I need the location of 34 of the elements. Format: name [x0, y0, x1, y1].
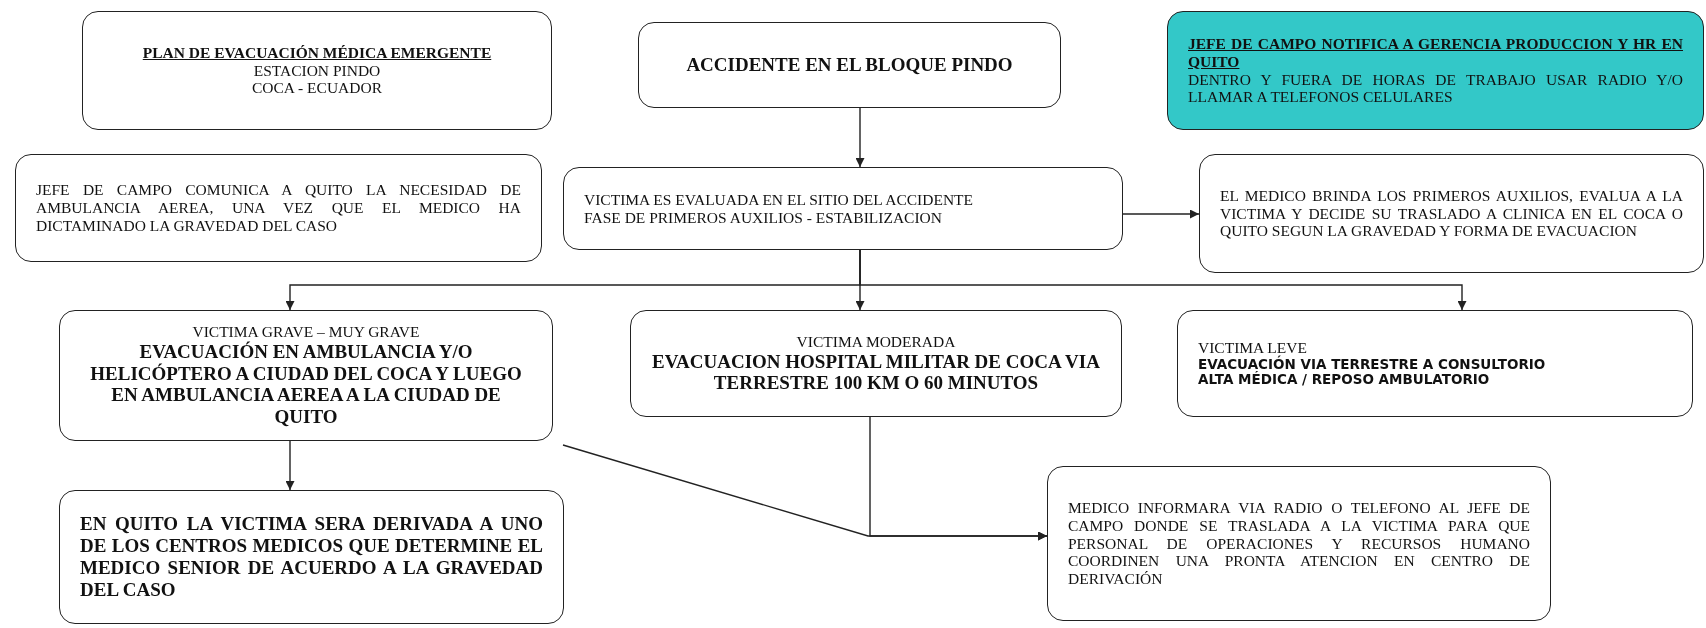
box-text: ESTACION PINDO	[252, 61, 382, 80]
arrow	[285, 440, 295, 491]
title-box	[82, 11, 552, 130]
process-box	[59, 310, 553, 441]
process-box	[1199, 154, 1704, 273]
box-text: JEFE DE CAMPO COMUNICA A QUITO LA NECESIDAD DE AMBULANCIA AEREA, UNA VEZ QUE EL MEDICO HA DICTAMINADO LA GRAVEDAD DEL CASO	[36, 181, 521, 235]
box-text: EL MEDICO BRINDA LOS PRIMEROS AUXILIOS, EVALUA A LA VICTIMA Y DECIDE SU TRASLADO A CLINICA EN EL COCA O QUITO SEGUN LA GRAVEDAD Y FORMA DE EVACUACION	[1220, 186, 1683, 241]
box-text: EVACUACION HOSPITAL MILITAR DE COCA VIA TERRESTRE 100 KM O 60 MINUTOS	[651, 350, 1101, 395]
notification-box	[1167, 11, 1704, 130]
box-text: DENTRO Y FUERA DE HORAS DE TRABAJO USAR RADIO Y/O LLAMAR A TELEFONOS CELULARES	[1188, 70, 1683, 107]
arrow	[869, 416, 1048, 541]
box-text: ACCIDENTE EN EL BLOQUE PINDO	[685, 54, 1014, 76]
box-heading: PLAN DE EVACUACIÓN MÉDICA EMERGENTE	[141, 43, 493, 62]
process-box	[630, 310, 1122, 417]
process-box	[15, 154, 542, 262]
process-box	[1177, 310, 1693, 417]
box-heading: VICTIMA GRAVE – MUY GRAVE	[191, 322, 421, 341]
box-text: COCA - ECUADOR	[250, 79, 383, 98]
box-text: EVACUACIÓN VIA TERRESTRE A CONSULTORIO	[1198, 356, 1547, 372]
box-text: FASE DE PRIMEROS AUXILIOS - ESTABILIZACION	[584, 208, 943, 227]
arrow	[855, 107, 865, 168]
process-box	[638, 22, 1061, 108]
process-box	[59, 490, 564, 624]
box-heading: JEFE DE CAMPO NOTIFICA A GERENCIA PRODUCCION Y HR EN QUITO	[1188, 34, 1683, 71]
arrow	[859, 249, 1467, 311]
arrow	[1122, 209, 1200, 219]
box-text: EN QUITO LA VICTIMA SERA DERIVADA A UNO DE LOS CENTROS MEDICOS QUE DETERMINE EL MEDICO SENIOR DE ACUERDO A LA GRAVEDAD DEL CASO	[80, 513, 543, 601]
box-heading: VICTIMA MODERADA	[795, 332, 957, 351]
process-box	[1047, 466, 1551, 621]
box-heading: VICTIMA ES EVALUADA EN EL SITIO DEL ACCIDENTE	[584, 190, 975, 209]
box-text: MEDICO INFORMARA VIA RADIO O TELEFONO AL JEFE DE CAMPO DONDE SE TRASLADA A LA VICTIMA PARA QUE PERSONAL DE OPERACIONES Y RECURSOS HUMANO COORDINEN UNA PRONTA ATENCION EN CENTRO DE DERIVACIÓN	[1068, 498, 1530, 589]
box-text: EVACUACIÓN EN AMBULANCIA Y/O HELICÓPTERO A CIUDAD DEL COCA Y LUEGO EN AMBULANCIA AEREA A LA CIUDAD DE QUITO	[89, 340, 523, 429]
process-box	[563, 167, 1123, 250]
box-text: ALTA MÉDICA / REPOSO AMBULATORIO	[1198, 372, 1491, 388]
